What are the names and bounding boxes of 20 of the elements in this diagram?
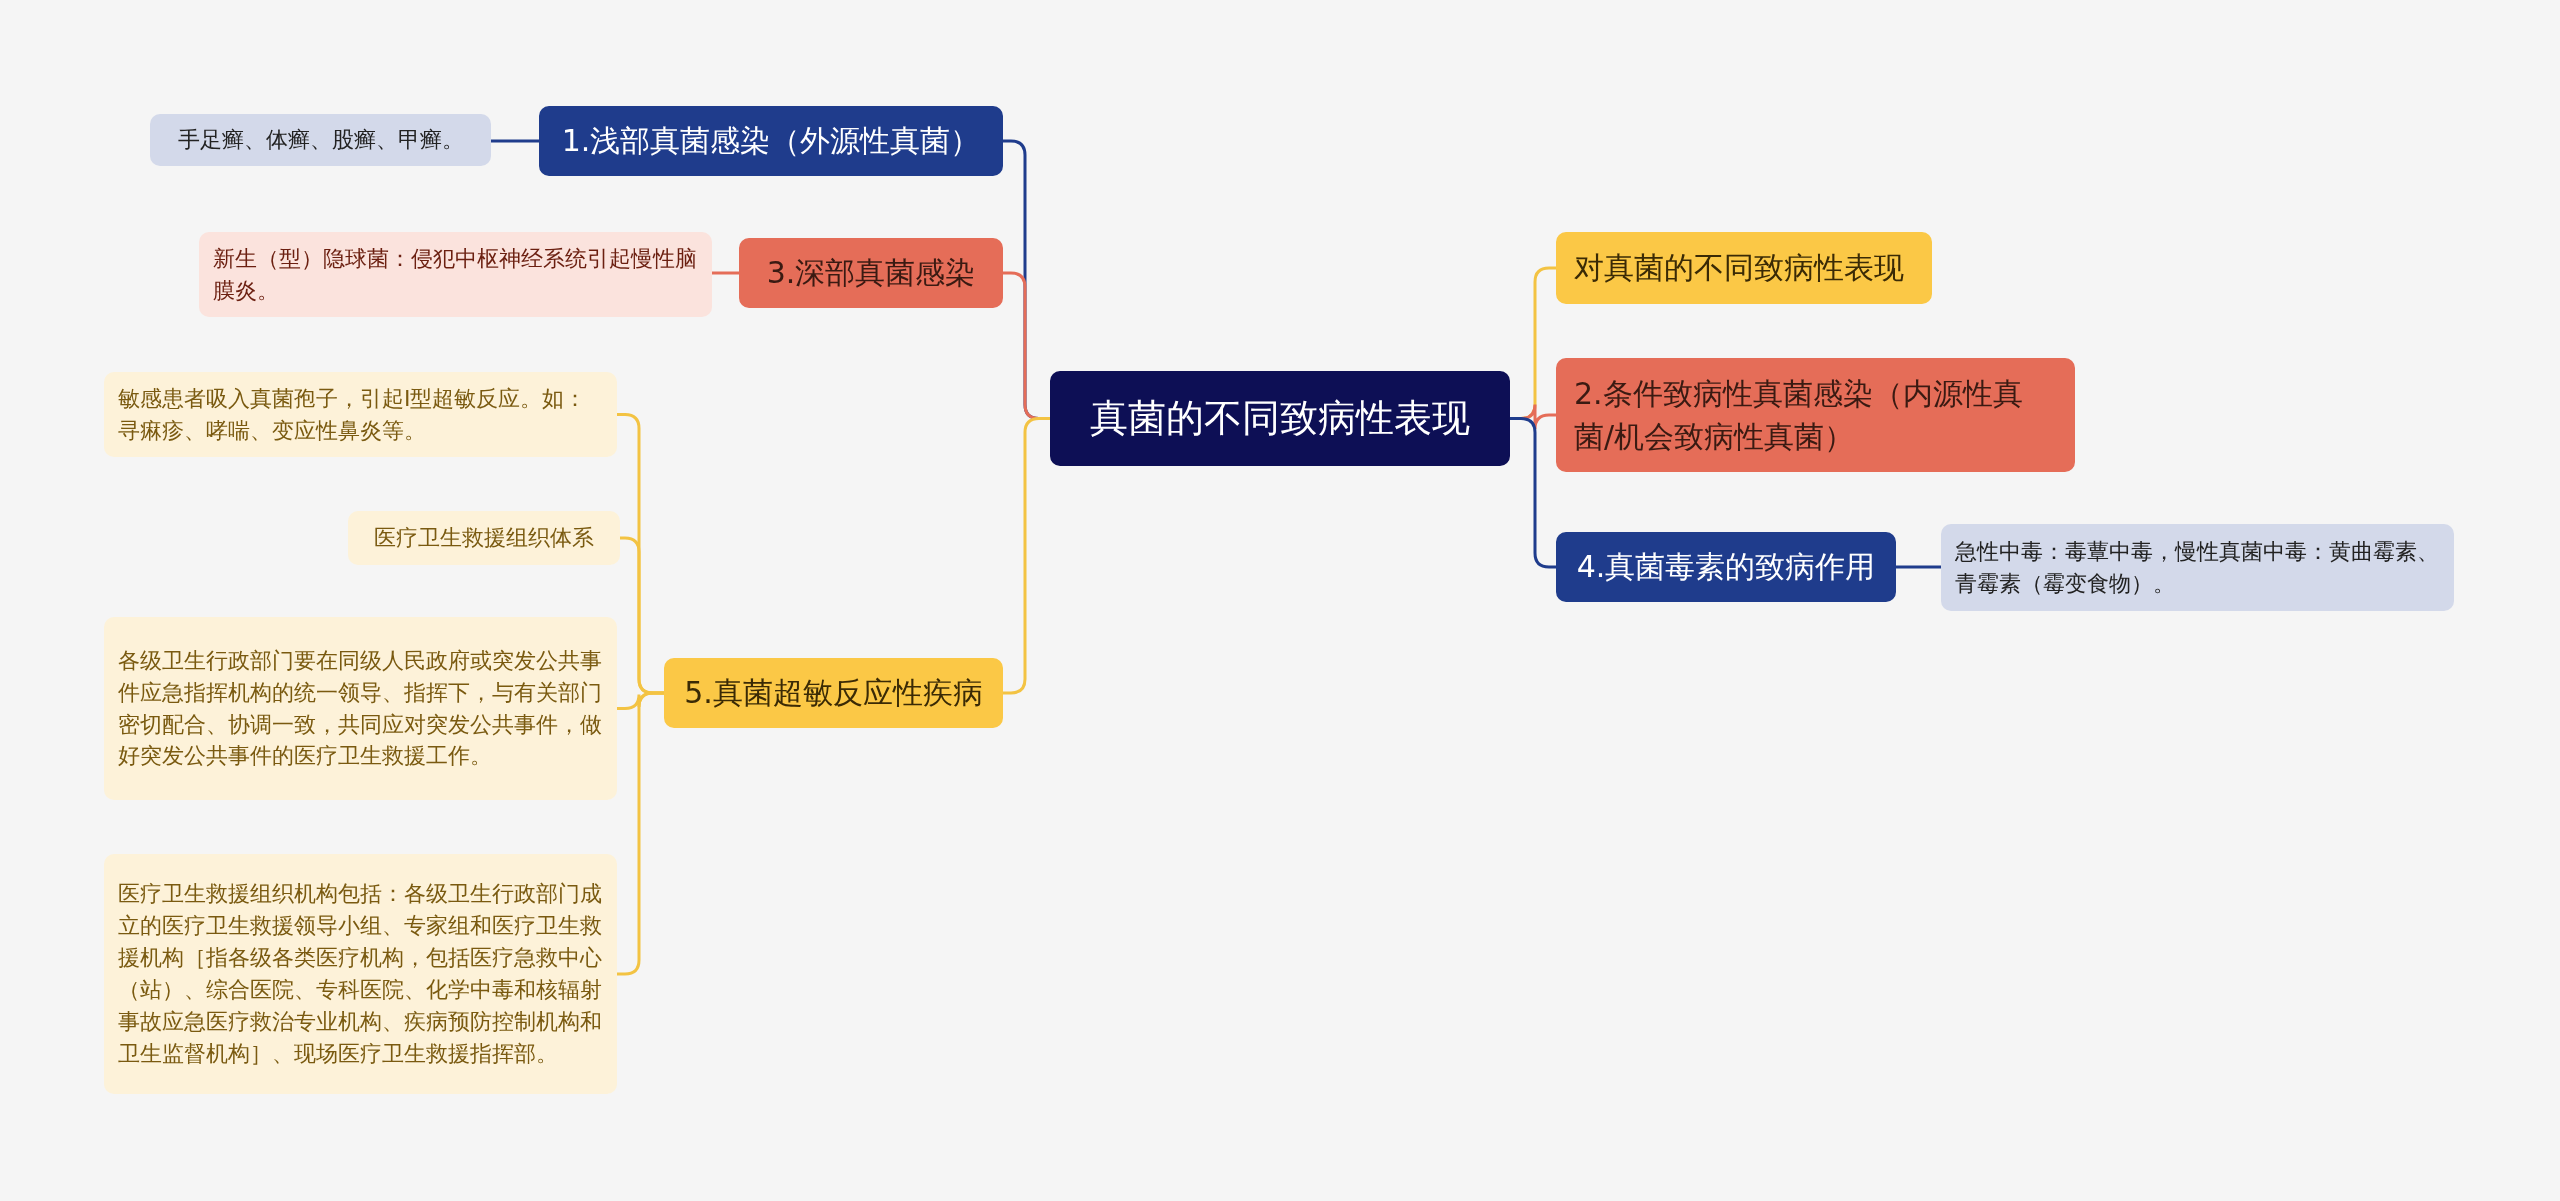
note-box: 急性中毒：毒蕈中毒，慢性真菌中毒：黄曲霉素、青霉素（霉变食物）。	[1941, 524, 2454, 611]
connector-line	[617, 691, 664, 976]
branch-box: 4.真菌毒素的致病作用	[1556, 532, 1896, 602]
branch-box: 2.条件致病性真菌感染（内源性真菌/机会致病性真菌）	[1556, 358, 2075, 472]
branch-box: 3.深部真菌感染	[739, 238, 1003, 308]
note-box: 医疗卫生救援组织体系	[348, 511, 620, 565]
central-topic-box: 真菌的不同致病性表现	[1050, 371, 1510, 466]
branch-box: 1.浅部真菌感染（外源性真菌）	[539, 106, 1003, 176]
note-box: 新生（型）隐球菌：侵犯中枢神经系统引起慢性脑膜炎。	[199, 232, 712, 317]
note-box: 敏感患者吸入真菌孢子，引起Ⅰ型超敏反应。如：寻痳疹、哮喘、变应性鼻炎等。	[104, 372, 617, 457]
connector-line	[712, 271, 739, 275]
note-box: 医疗卫生救援组织机构包括：各级卫生行政部门成立的医疗卫生救援领导小组、专家组和医疗卫生救援机构［指各级各类医疗机构，包括医疗急救中心（站）、综合医院、专科医院、化学中毒和核辐射事故应急医疗救治专业机构、疾病预防控制机构和卫生监督机构］、现场医疗卫生救援指挥部。	[104, 854, 617, 1094]
note-box: 各级卫生行政部门要在同级人民政府或突发公共事件应急指挥机构的统一领导、指挥下，与有关部门密切配合、协调一致，共同应对突发公共事件，做好突发公共事件的医疗卫生救援工作。	[104, 617, 617, 800]
branch-box: 5.真菌超敏反应性疾病	[664, 658, 1003, 728]
branch-box: 对真菌的不同致病性表现	[1556, 232, 1932, 304]
connector-line	[491, 139, 539, 143]
connector-line	[1003, 417, 1050, 695]
connector-line	[1896, 565, 1941, 569]
note-box: 手足癣、体癣、股癣、甲癣。	[150, 114, 491, 166]
connector-line	[1510, 417, 1556, 569]
